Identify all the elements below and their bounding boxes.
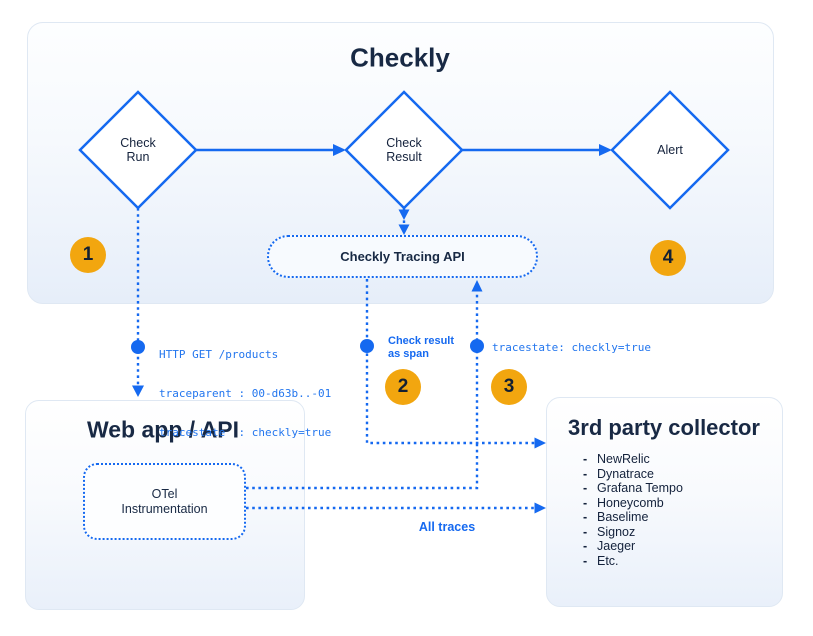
trace-point-2 [360,339,374,353]
otel-instrumentation-box: OTel Instrumentation [83,463,246,540]
collector-panel-title: 3rd party collector [568,415,760,440]
http-request-annotation: HTTP GET /products traceparent : 00-d63b… [159,348,332,439]
check-run-label: Check Run [120,136,156,164]
collector-vendor-list: -NewRelic -Dynatrace -Grafana Tempo -Hon… [583,452,683,568]
checkly-tracing-api-label: Checkly Tracing API [340,249,465,264]
list-item: -Dynatrace [583,466,654,481]
list-item: -Grafana Tempo [583,481,683,495]
step-badge-2: 2 [385,369,421,405]
step-badge-1: 1 [70,237,106,273]
otel-instrumentation-label: OTel Instrumentation [121,486,208,516]
trace-point-3 [470,339,484,353]
trace-point-1 [131,340,145,354]
all-traces-annotation: All traces [418,520,476,534]
step-badge-3: 3 [491,369,527,405]
arrow-tracing-api-to-collector [360,279,546,449]
checkly-tracing-api-box: Checkly Tracing API [267,235,538,278]
step-badge-4: 4 [650,240,686,276]
check-result-span-annotation: Check result as span [388,335,455,360]
list-item: -Signoz [583,524,636,539]
alert-label: Alert [657,143,683,157]
web-app-panel-title: Web app / API [86,416,240,443]
list-item: -Etc. [583,553,619,568]
checkly-panel-title: Checkly [350,42,450,73]
check-result-label: Check Result [386,136,422,164]
collector-panel [546,397,783,607]
tracestate-annotation: tracestate: checkly=true [492,341,651,354]
list-item: -NewRelic [583,452,650,466]
list-item: -Baselime [583,510,649,524]
list-item: -Honeycomb [583,495,664,510]
list-item: -Jaeger [583,539,636,553]
